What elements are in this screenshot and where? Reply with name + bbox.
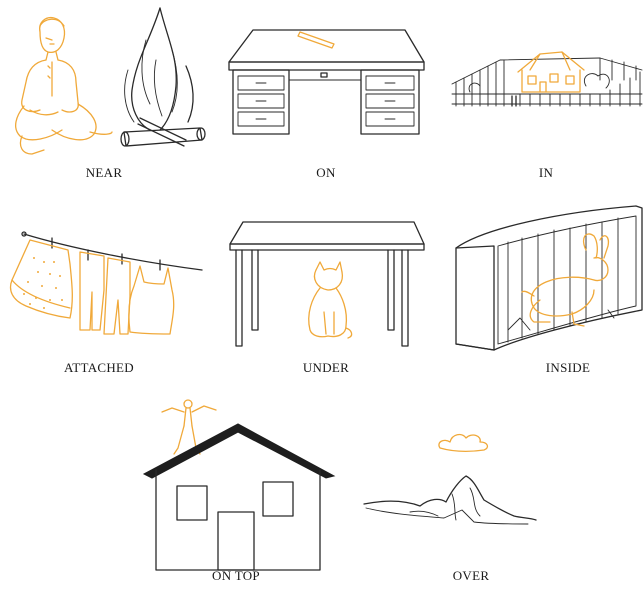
attached-illustration (11, 232, 202, 334)
on-illustration (229, 30, 424, 134)
on-top-illustration (144, 400, 334, 570)
over-illustration (364, 435, 536, 524)
dotted-dress (11, 240, 73, 318)
near-illustration (16, 8, 205, 154)
tank-top (129, 266, 174, 334)
pencil (298, 32, 334, 48)
rabbit (522, 234, 608, 326)
label-near: NEAR (86, 165, 123, 181)
sweater (104, 258, 130, 334)
mountain (364, 476, 536, 520)
label-on: ON (316, 165, 335, 181)
in-illustration (452, 52, 642, 106)
under-illustration (230, 222, 424, 346)
label-attached: ATTACHED (64, 360, 134, 376)
cat (309, 262, 352, 338)
inside-illustration (456, 206, 642, 350)
label-inside: INSIDE (546, 360, 590, 376)
house-in-fence (518, 52, 584, 92)
pants (80, 252, 104, 330)
campfire (121, 8, 205, 146)
label-in: IN (539, 165, 553, 181)
cloud (439, 435, 488, 452)
label-on-top: ON TOP (212, 568, 260, 584)
label-under: UNDER (303, 360, 349, 376)
boy-figure (16, 18, 112, 154)
label-over: OVER (453, 568, 490, 584)
